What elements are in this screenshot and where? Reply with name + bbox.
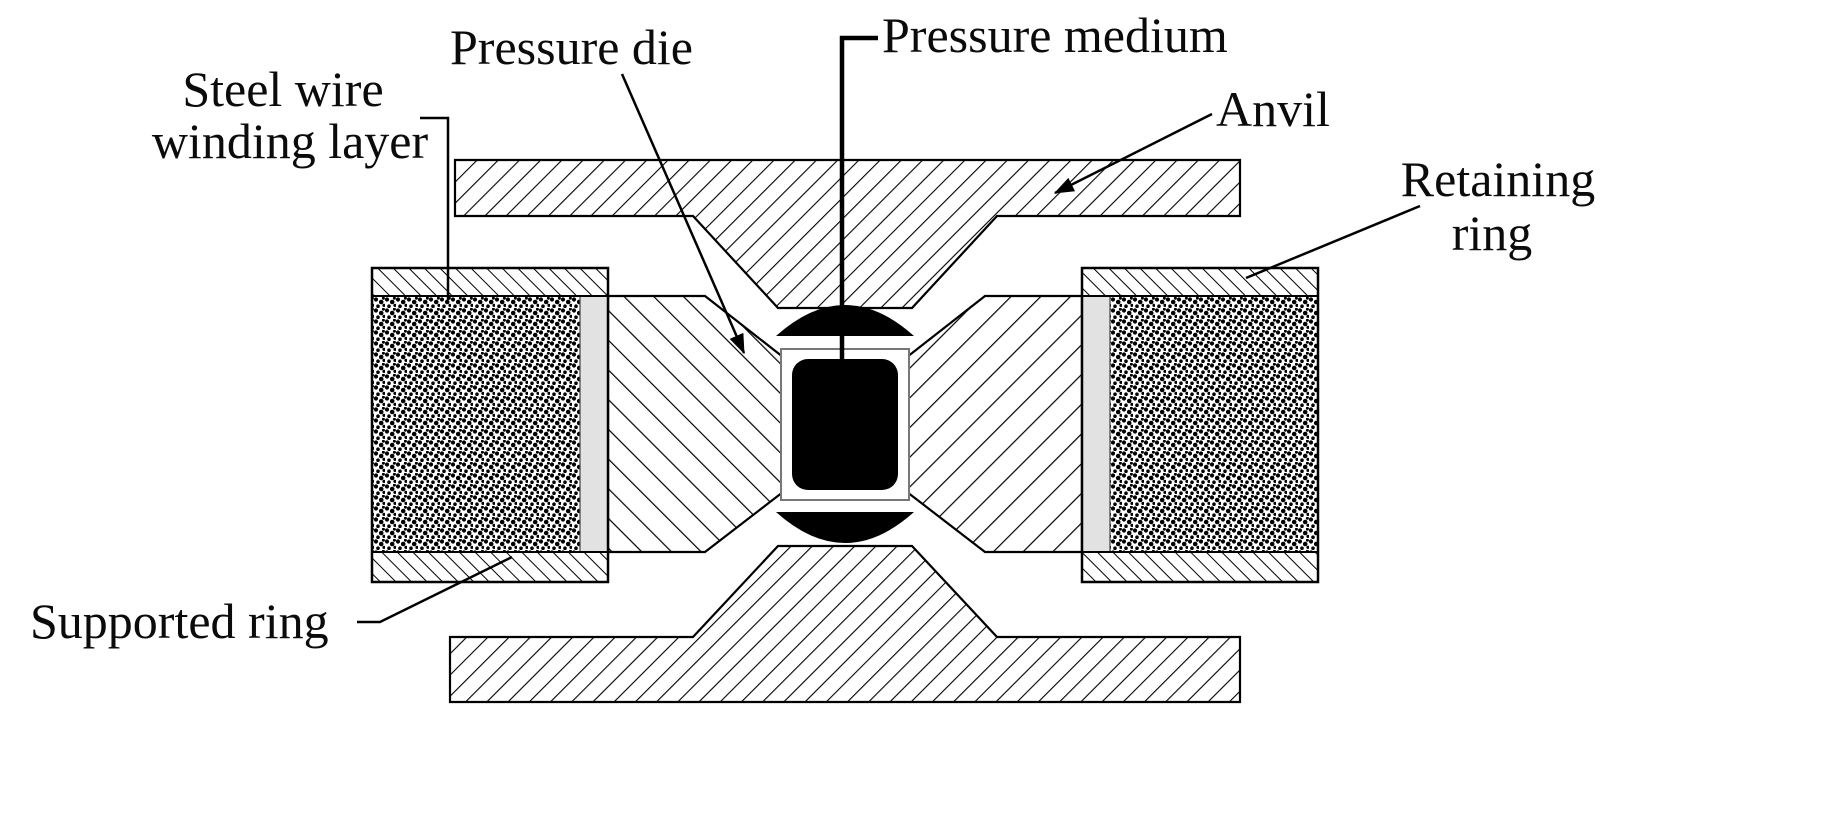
steel-wire-winding-layer-label-line2: winding layer — [152, 113, 429, 169]
left-inner-sleeve-shape — [579, 295, 609, 553]
bottom-gasket-shape — [776, 512, 914, 543]
left-steel-wire-winding-layer-shape — [372, 296, 580, 552]
left-top-ring-band-shape — [371, 267, 609, 297]
retaining-ring-label-line1: Retaining — [1401, 151, 1595, 207]
bottom-anvil-shape — [448, 544, 1242, 704]
supported-ring-leader-line — [357, 555, 513, 624]
pressure-die-label: Pressure die — [450, 19, 693, 75]
retaining-ring-band-shape — [1081, 267, 1319, 297]
steel-wire-winding-layer-label-line1: Steel wire — [182, 61, 383, 117]
top-gasket-shape — [776, 305, 914, 336]
retaining-ring-leader-line — [1245, 204, 1421, 280]
left-block-outline — [370, 266, 610, 584]
pressure-medium-label: Pressure medium — [882, 7, 1228, 63]
right-steel-wire-winding-layer-shape — [1110, 296, 1318, 552]
right-inner-sleeve-shape — [1081, 295, 1111, 553]
retaining-ring-label-line2: ring — [1452, 205, 1533, 261]
pressure-die-leader-line — [620, 73, 746, 355]
right-bottom-ring-band-shape — [1081, 551, 1319, 583]
anvil-label: Anvil — [1216, 81, 1330, 137]
steel-wire-winding-layer-leader-line — [420, 116, 450, 300]
anvil-leader-line — [1053, 112, 1213, 195]
top-anvil-shape — [453, 158, 1242, 310]
pressure-medium-cell-shape — [792, 359, 898, 490]
pressure-medium-leader-line — [839, 35, 878, 430]
supported-ring-label: Supported ring — [30, 593, 329, 649]
right-block-outline — [1080, 266, 1320, 584]
